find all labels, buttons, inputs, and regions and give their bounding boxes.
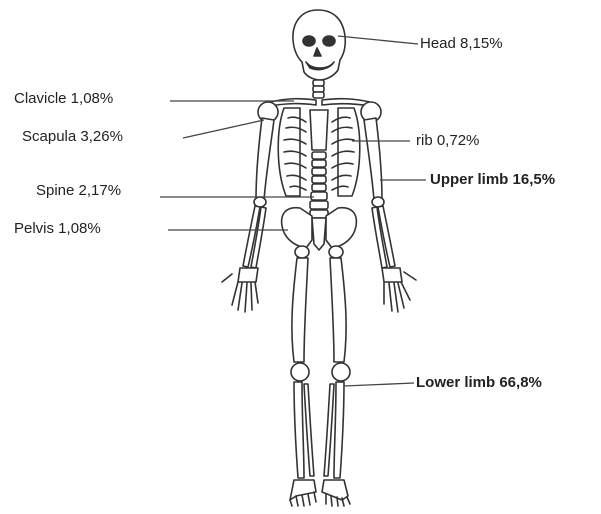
right-leg — [322, 258, 350, 506]
right-arm — [364, 118, 416, 312]
spine — [310, 152, 328, 218]
pelvis-label: Pelvis 1,08% — [14, 220, 101, 238]
left-arm — [222, 118, 274, 312]
scapula-leader-line — [183, 120, 264, 138]
upper-limb-label: Upper limb 16,5% — [430, 171, 555, 189]
rib-label: rib 0,72% — [416, 132, 479, 150]
scapula-label: Scapula 3,26% — [22, 128, 123, 146]
clavicle-label: Clavicle 1,08% — [14, 90, 113, 108]
skull — [293, 10, 345, 80]
cervical-spine — [313, 80, 324, 98]
lower-limb-label: Lower limb 66,8% — [416, 374, 542, 392]
head-leader-line — [338, 36, 418, 44]
clavicles — [270, 99, 370, 106]
lower-limb-leader-line — [344, 383, 414, 386]
head-label: Head 8,15% — [420, 35, 503, 53]
left-leg — [290, 258, 316, 506]
spine-label: Spine 2,17% — [36, 182, 121, 200]
